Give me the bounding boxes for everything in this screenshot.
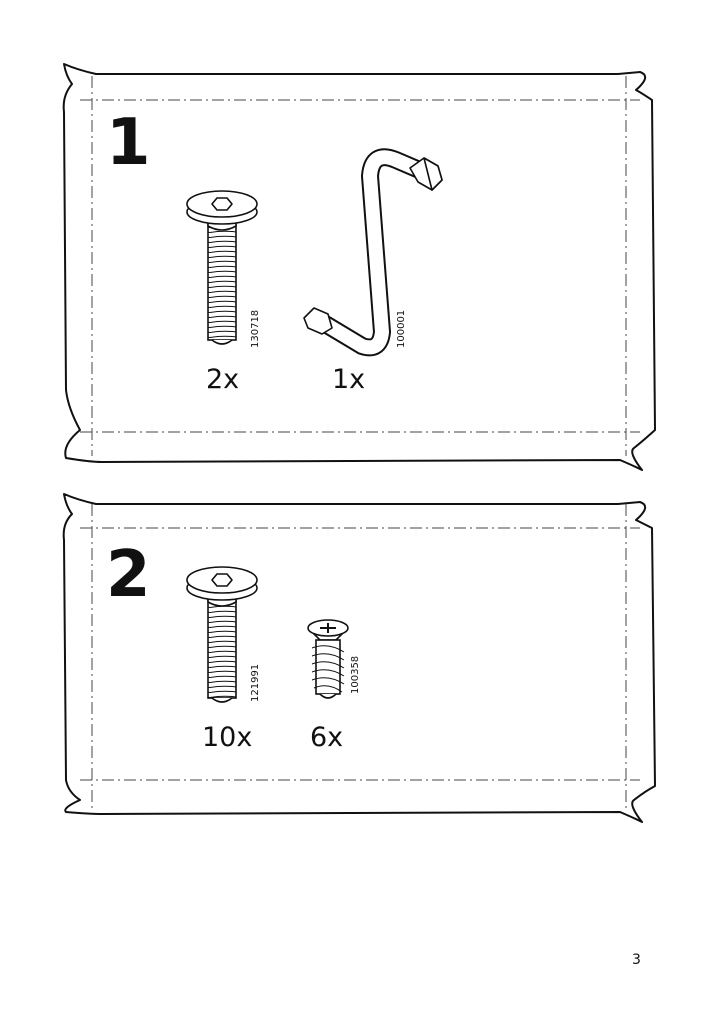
part-quantity: 1x bbox=[332, 364, 365, 395]
part-code: 121991 bbox=[250, 664, 261, 702]
part-quantity: 2x bbox=[206, 364, 239, 395]
part-quantity: 6x bbox=[310, 722, 343, 753]
allen-bolt-icon bbox=[186, 190, 258, 345]
page-number: 3 bbox=[632, 952, 641, 968]
step-2-number: 2 bbox=[106, 538, 151, 612]
allen-key-icon bbox=[303, 148, 443, 357]
step-1-number: 1 bbox=[106, 106, 151, 180]
allen-bolt-icon bbox=[186, 566, 258, 703]
cross-head-screw-icon bbox=[307, 619, 349, 699]
part-code: 100358 bbox=[350, 656, 361, 694]
part-code: 130718 bbox=[250, 310, 261, 348]
step-1-parts-bag bbox=[62, 63, 656, 471]
part-quantity: 10x bbox=[202, 722, 252, 753]
part-code: 100001 bbox=[396, 310, 407, 348]
